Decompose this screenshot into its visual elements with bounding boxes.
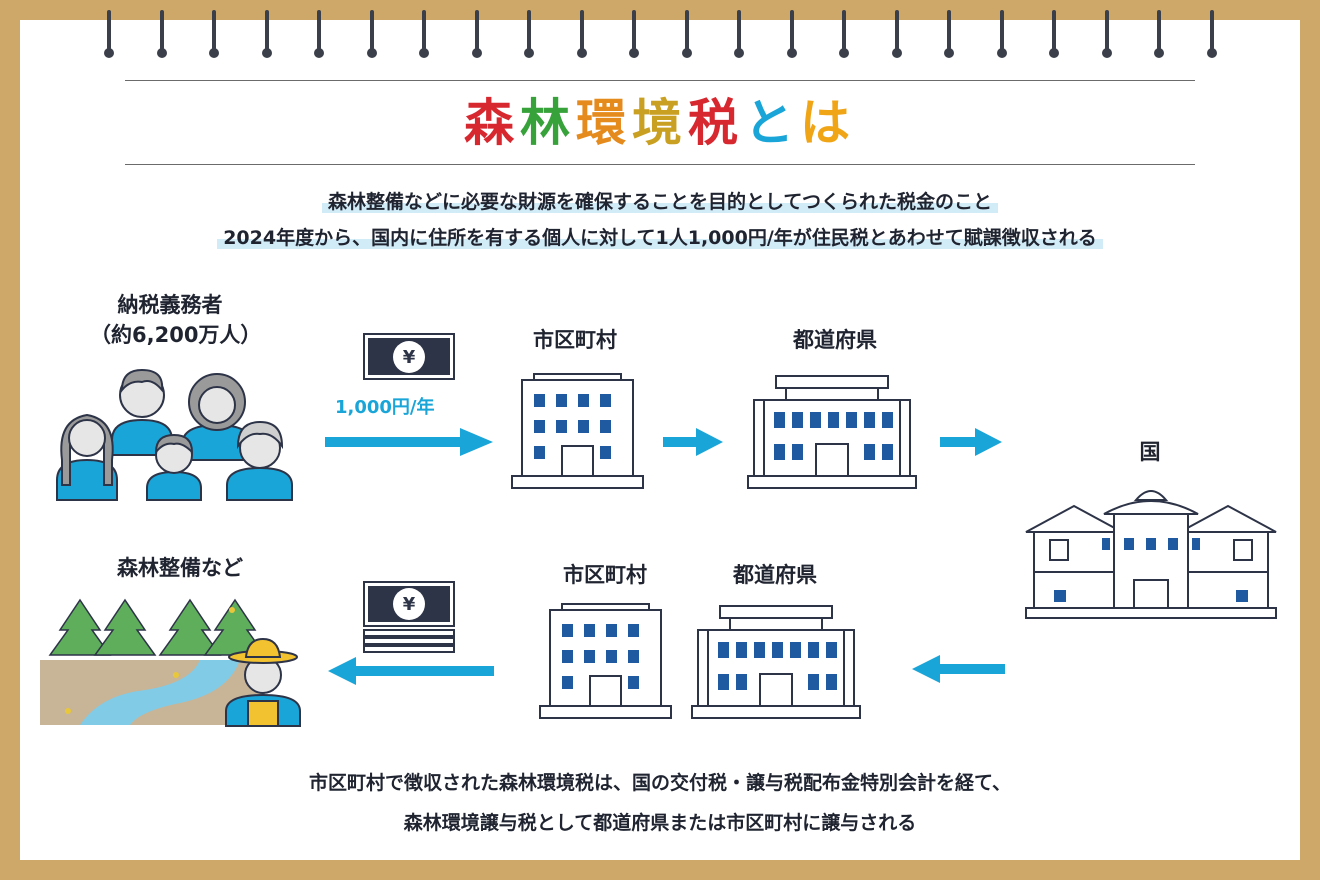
rate-label: 1,000円/年 bbox=[335, 397, 435, 418]
caption-line-1: 市区町村で徴収された森林環境税は、国の交付税・譲与税配布金特別会計を経て、 bbox=[308, 772, 1012, 794]
ring-binder-icon bbox=[366, 10, 377, 58]
forest-label: 森林整備など bbox=[117, 556, 243, 580]
ring-binder-icon bbox=[261, 10, 272, 58]
arrow-right-icon bbox=[663, 428, 723, 456]
title-rule-bottom bbox=[125, 164, 1195, 165]
arrow-right-icon bbox=[940, 428, 1002, 456]
yen-bill-icon: ¥ bbox=[363, 333, 455, 380]
ring-binder-icon bbox=[209, 10, 219, 58]
municipality-label-top: 市区町村 bbox=[533, 328, 617, 352]
title-char: は bbox=[800, 94, 856, 152]
ring-binder-icon bbox=[1206, 10, 1217, 58]
title-char: 森 bbox=[464, 94, 520, 152]
ring-binder-icon bbox=[786, 10, 797, 58]
title-char: 林 bbox=[520, 94, 576, 152]
binder-rings bbox=[0, 0, 1320, 70]
ring-binder-icon bbox=[839, 10, 849, 58]
caption-line-2: 森林環境譲与税として都道府県または市区町村に譲与される bbox=[403, 812, 917, 834]
arrow-left-icon bbox=[912, 655, 1005, 683]
people-icon bbox=[56, 368, 293, 501]
building-icon bbox=[691, 605, 861, 719]
subtitle-line-1: 森林整備などに必要な財源を確保することを目的としてつくられた税金のこと bbox=[0, 188, 1320, 216]
ring-binder-icon bbox=[629, 10, 639, 58]
page-title: 森林環境税とは bbox=[0, 88, 1320, 158]
ring-binder-icon bbox=[1101, 10, 1112, 58]
yen-bill-icon: ¥ bbox=[363, 581, 455, 653]
building-icon bbox=[747, 375, 917, 489]
yen-symbol-top: ¥ bbox=[403, 347, 416, 368]
worker-icon bbox=[225, 637, 301, 727]
ring-binder-icon bbox=[996, 10, 1007, 58]
ring-binder-icon bbox=[1049, 10, 1059, 58]
title-char: 境 bbox=[632, 94, 688, 152]
forest-icon bbox=[40, 598, 267, 725]
municipality-label-bottom: 市区町村 bbox=[563, 563, 647, 587]
country-label: 国 bbox=[1139, 440, 1161, 464]
prefecture-label-bottom: 都道府県 bbox=[733, 563, 817, 587]
ring-binder-icon bbox=[681, 10, 692, 58]
title-char: 環 bbox=[576, 94, 632, 152]
ring-binder-icon bbox=[1154, 10, 1164, 58]
title-char: 税 bbox=[688, 94, 744, 152]
ring-binder-icon bbox=[419, 10, 429, 58]
building-icon bbox=[539, 603, 672, 719]
ring-binder-icon bbox=[576, 10, 587, 58]
ring-binder-icon bbox=[471, 10, 482, 58]
ring-binder-icon bbox=[156, 10, 167, 58]
subtitle-line-2: 2024年度から、国内に住所を有する個人に対して1人1,000円/年が住民税とあ… bbox=[0, 224, 1320, 252]
ring-binder-icon bbox=[524, 10, 534, 58]
government-building-icon bbox=[1025, 490, 1277, 619]
arrow-left-icon bbox=[328, 657, 494, 685]
arrow-right-icon bbox=[325, 428, 493, 456]
ring-binder-icon bbox=[314, 10, 324, 58]
ring-binder-icon bbox=[944, 10, 954, 58]
ring-binder-icon bbox=[891, 10, 902, 58]
building-icon bbox=[511, 373, 644, 489]
title-char: と bbox=[744, 94, 800, 152]
prefecture-label-top: 都道府県 bbox=[793, 328, 877, 352]
taxpayers-label: 納税義務者 （約6,200万人） bbox=[90, 293, 262, 347]
ring-binder-icon bbox=[104, 10, 114, 58]
title-rule-top bbox=[125, 80, 1195, 81]
ring-binder-icon bbox=[734, 10, 744, 58]
yen-symbol-bottom: ¥ bbox=[403, 594, 416, 615]
